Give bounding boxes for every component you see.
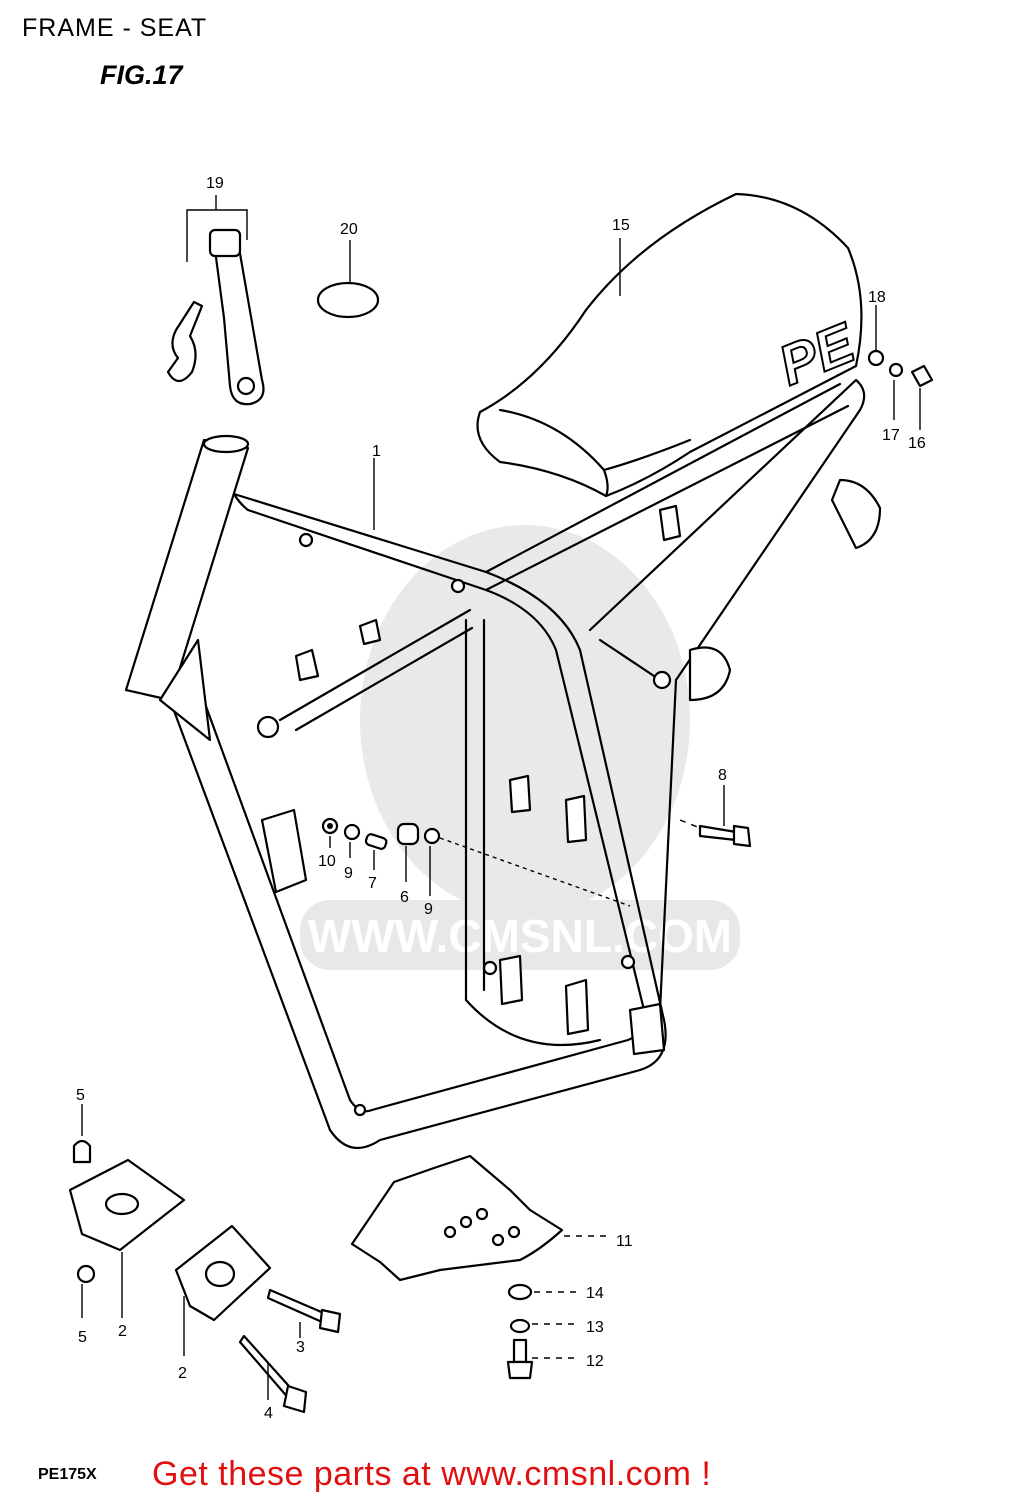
callout-9-right: 9 [424, 901, 433, 918]
figure-label: FIG.17 [100, 60, 183, 90]
callout-10: 10 [318, 853, 336, 870]
o-ring [316, 281, 380, 319]
callout-1: 1 [372, 443, 381, 460]
callout-5-lower: 5 [78, 1329, 87, 1346]
callout-19: 19 [206, 175, 224, 192]
main-frame [124, 378, 882, 1150]
callout-5-upper: 5 [76, 1087, 85, 1104]
callout-8: 8 [718, 767, 727, 784]
callout-13: 13 [586, 1319, 604, 1336]
callout-11: 11 [616, 1233, 633, 1250]
callout-2-left: 2 [118, 1323, 127, 1340]
seat: PE [476, 192, 865, 498]
callout-17: 17 [882, 427, 900, 444]
callout-15: 15 [612, 217, 630, 234]
model-code: PE175X [38, 1466, 97, 1483]
cmsnl-watermark: WWW.CMSNL.COM [300, 525, 740, 970]
cta-link[interactable]: Get these parts at www.cmsnl.com ! [152, 1455, 712, 1493]
callout-4: 4 [264, 1405, 273, 1422]
callout-18: 18 [868, 289, 886, 306]
skid-plate [350, 1154, 564, 1282]
callout-2-right: 2 [178, 1365, 187, 1382]
callout-3: 3 [296, 1339, 305, 1356]
callout-20: 20 [340, 221, 358, 238]
callout-7: 7 [368, 875, 377, 892]
callout-6: 6 [400, 889, 409, 906]
page-title: FRAME - SEAT [22, 14, 208, 42]
watermark-text: WWW.CMSNL.COM [308, 910, 732, 962]
callout-9-left: 9 [344, 865, 353, 882]
tool-set [166, 195, 265, 406]
callout-14: 14 [586, 1285, 604, 1302]
callout-16: 16 [908, 435, 926, 452]
callout-12: 12 [586, 1353, 604, 1370]
